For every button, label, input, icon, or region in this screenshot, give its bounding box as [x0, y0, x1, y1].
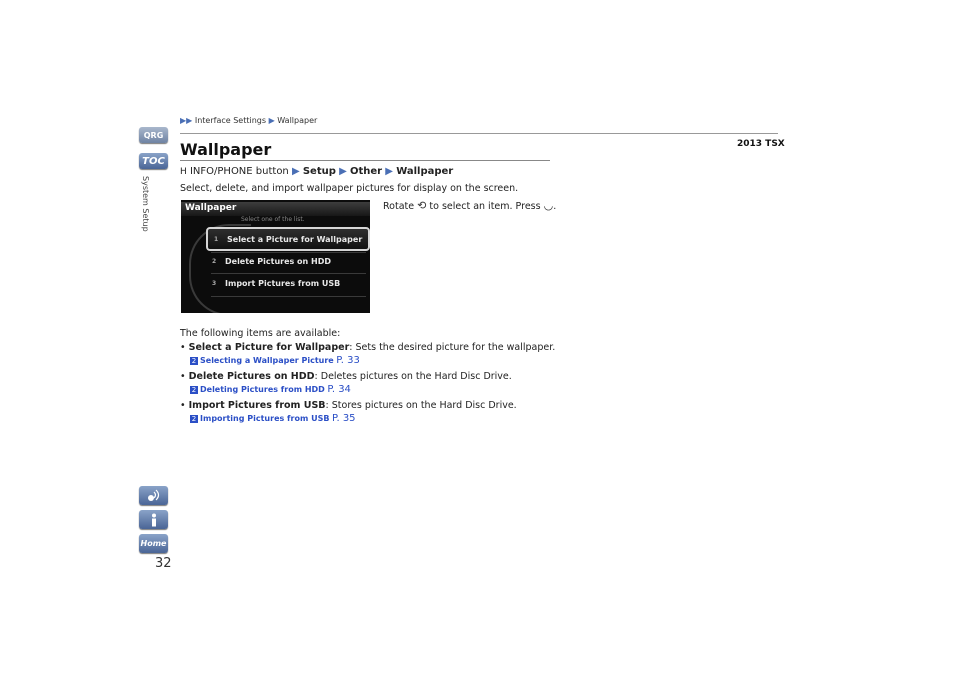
home-icon[interactable]: Home: [139, 534, 168, 553]
path-start: INFO/PHONE button: [189, 166, 289, 177]
path-arrow-icon: ▶: [339, 166, 347, 177]
qrg-button[interactable]: QRG: [139, 127, 168, 143]
reference-page[interactable]: P. 33: [336, 355, 360, 366]
item-name: Delete Pictures on HDD: [188, 371, 315, 382]
breadcrumb-current: Wallpaper: [277, 116, 318, 125]
list-item: • Select a Picture for Wallpaper: Sets t…: [180, 342, 555, 353]
screen-divider: [211, 273, 366, 274]
screen-item-label: Select a Picture for Wallpaper: [227, 234, 363, 244]
list-item: • Import Pictures from USB: Stores pictu…: [180, 400, 517, 411]
item-desc: : Deletes pictures on the Hard Disc Driv…: [314, 371, 512, 382]
info-icon[interactable]: [139, 510, 168, 529]
reference-arrow-icon: 2: [190, 386, 198, 394]
rotate-knob-icon: ⟲: [417, 199, 427, 212]
path-arrow-icon: ▶: [291, 166, 300, 177]
screen-item-label: Delete Pictures on HDD: [225, 256, 332, 266]
screen-divider: [211, 296, 366, 297]
path-step-setup: Setup: [302, 166, 336, 177]
item-name: Select a Picture for Wallpaper: [188, 342, 350, 353]
item-name: Import Pictures from USB: [188, 400, 326, 411]
page-title: Wallpaper: [180, 140, 272, 159]
path-arrow-icon: ▶: [385, 166, 393, 177]
toc-button[interactable]: TOC: [139, 153, 168, 169]
screen-menu-item: 3 Import Pictures from USB: [206, 273, 366, 293]
breadcrumb-arrow-icon: ▶▶: [180, 116, 193, 125]
screen-item-label: Import Pictures from USB: [225, 278, 341, 288]
breadcrumb: ▶▶ Interface Settings ▶ Wallpaper: [180, 116, 317, 125]
instruction-mid: to select an item. Press: [429, 201, 541, 212]
screen-menu-item: 1 Select a Picture for Wallpaper: [206, 227, 370, 251]
info-button-icon: H: [180, 167, 187, 177]
list-item: • Delete Pictures on HDD: Deletes pictur…: [180, 371, 512, 382]
reference-label[interactable]: Deleting Pictures from HDD: [200, 385, 325, 394]
item-desc: : Stores pictures on the Hard Disc Drive…: [325, 400, 517, 411]
reference-page[interactable]: P. 34: [327, 384, 351, 395]
reference-arrow-icon: 2: [190, 415, 198, 423]
items-intro: The following items are available:: [180, 328, 341, 339]
screen-item-number: 3: [212, 279, 217, 287]
breadcrumb-arrow-icon: ▶: [268, 116, 275, 125]
page-description: Select, delete, and import wallpaper pic…: [180, 183, 519, 194]
reference-arrow-icon: 2: [190, 357, 198, 365]
instruction: Rotate ⟲ to select an item. Press ◡.: [383, 199, 556, 212]
screen-item-number: 1: [214, 235, 219, 243]
screen-divider: [211, 252, 366, 253]
press-knob-icon: ◡: [543, 199, 554, 212]
title-divider: [180, 160, 550, 161]
page-number: 32: [155, 556, 172, 571]
menu-path: H INFO/PHONE button ▶ Setup ▶ Other ▶ Wa…: [180, 166, 453, 177]
reference-label[interactable]: Importing Pictures from USB: [200, 414, 330, 423]
reference-page[interactable]: P. 35: [331, 413, 356, 424]
screen-header: [181, 202, 370, 216]
section-label: System Setup: [141, 176, 150, 232]
wallpaper-screen-image: Wallpaper Select one of the list. 1 Sele…: [181, 200, 370, 313]
header-divider: [180, 133, 778, 134]
voice-command-icon[interactable]: [139, 486, 168, 505]
screen-menu-item: 2 Delete Pictures on HDD: [206, 251, 366, 271]
bullet-icon: •: [180, 400, 186, 411]
screen-item-number: 2: [212, 257, 217, 265]
instruction-rotate: Rotate: [383, 201, 415, 212]
screen-title: Wallpaper: [185, 203, 237, 213]
model-label: 2013 TSX: [737, 139, 785, 149]
path-step-wallpaper: Wallpaper: [396, 166, 454, 177]
bullet-icon: •: [180, 342, 186, 353]
instruction-end: .: [553, 201, 557, 212]
screen-subtitle: Select one of the list.: [241, 216, 305, 223]
reference-label[interactable]: Selecting a Wallpaper Picture: [200, 356, 334, 365]
item-desc: : Sets the desired picture for the wallp…: [349, 342, 556, 353]
bullet-icon: •: [180, 371, 186, 382]
screen-knob-arc: [189, 224, 251, 313]
breadcrumb-item[interactable]: Interface Settings: [194, 116, 267, 125]
path-step-other: Other: [349, 166, 383, 177]
